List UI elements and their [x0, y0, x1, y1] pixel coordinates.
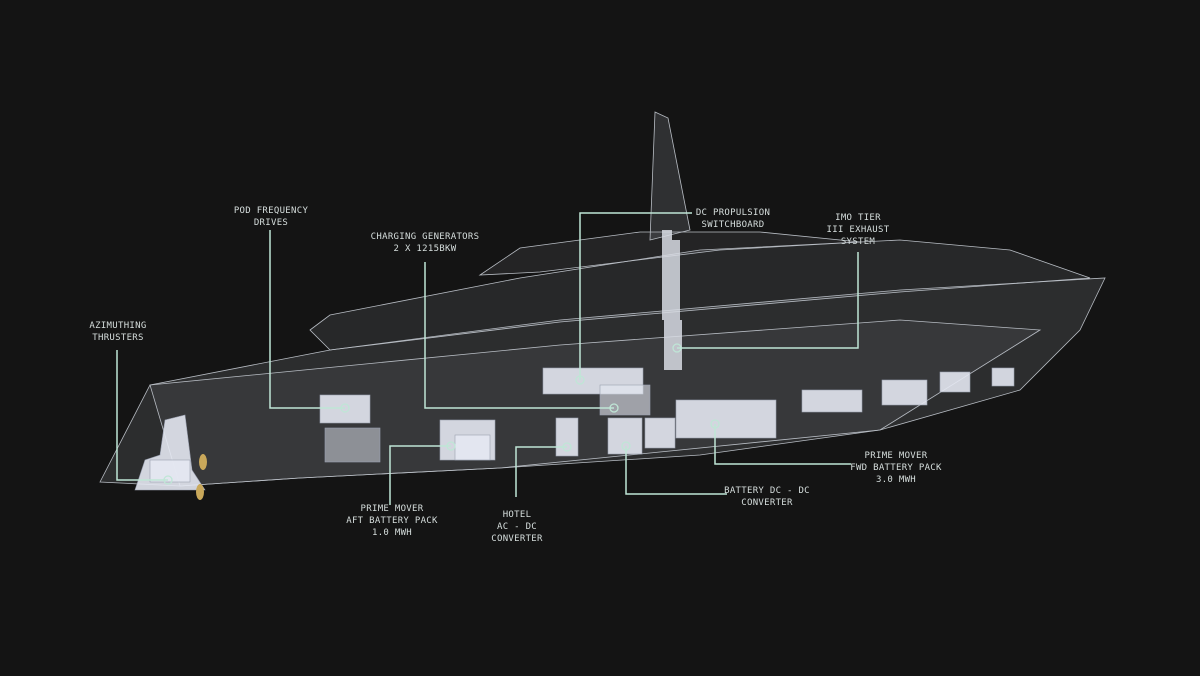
label-fwd-battery-pack: PRIME MOVER FWD BATTERY PACK 3.0 MWH	[850, 450, 942, 486]
callout-markers	[163, 343, 720, 485]
label-line: HOTEL	[502, 510, 532, 520]
label-line: BATTERY DC - DC	[724, 486, 810, 496]
equipment	[134, 367, 1015, 491]
label-line: PRIME MOVER	[360, 504, 424, 514]
label-line: 2 X 1215BKW	[393, 244, 457, 254]
exhaust-stack	[662, 230, 682, 370]
label-azimuthing-thrusters: AZIMUTHING THRUSTERS	[89, 320, 146, 344]
label-line: III EXHAUST	[826, 225, 890, 235]
label-line: SWITCHBOARD	[701, 220, 765, 230]
label-line: PRIME MOVER	[864, 451, 928, 461]
label-line: FWD BATTERY PACK	[850, 463, 942, 473]
label-line: POD FREQUENCY	[233, 206, 309, 216]
label-charging-generators: CHARGING GENERATORS 2 X 1215BKW	[371, 231, 480, 255]
label-dc-propulsion-switchboard: DC PROPULSION SWITCHBOARD	[696, 207, 770, 231]
label-line: AFT BATTERY PACK	[346, 516, 438, 526]
propellers	[196, 454, 207, 500]
label-line: 1.0 MWH	[371, 528, 413, 538]
label-line: THRUSTERS	[92, 333, 144, 343]
label-aft-battery-pack: PRIME MOVER AFT BATTERY PACK 1.0 MWH	[346, 503, 438, 539]
label-line: CONVERTER	[491, 534, 543, 544]
generators	[599, 384, 651, 416]
pod-drive-cabinets	[319, 394, 371, 424]
label-line: CHARGING GENERATORS	[370, 232, 480, 242]
label-line: AZIMUTHING	[89, 321, 147, 331]
label-battery-dc-dc-converter: BATTERY DC - DC CONVERTER	[724, 485, 810, 509]
label-line: CONVERTER	[741, 498, 793, 508]
callout-lines	[116, 212, 859, 505]
yacht-hull	[99, 111, 1106, 487]
label-line: IMO TIER	[835, 213, 881, 223]
dc-dc-converter	[607, 417, 643, 455]
label-line: DRIVES	[253, 218, 289, 228]
label-hotel-ac-dc-converter: HOTEL AC - DC CONVERTER	[491, 509, 542, 545]
label-line: AC - DC	[496, 522, 538, 532]
label-imo-tier-iii-exhaust: IMO TIER III EXHAUST SYSTEM	[827, 212, 890, 248]
label-line: SYSTEM	[840, 237, 876, 247]
fwd-battery-pack	[675, 399, 777, 439]
label-line: DC PROPULSION	[695, 208, 771, 218]
hotel-converter	[555, 417, 579, 457]
label-line: 3.0 MWH	[875, 475, 917, 485]
label-pod-frequency-drives: POD FREQUENCY DRIVES	[234, 205, 308, 229]
